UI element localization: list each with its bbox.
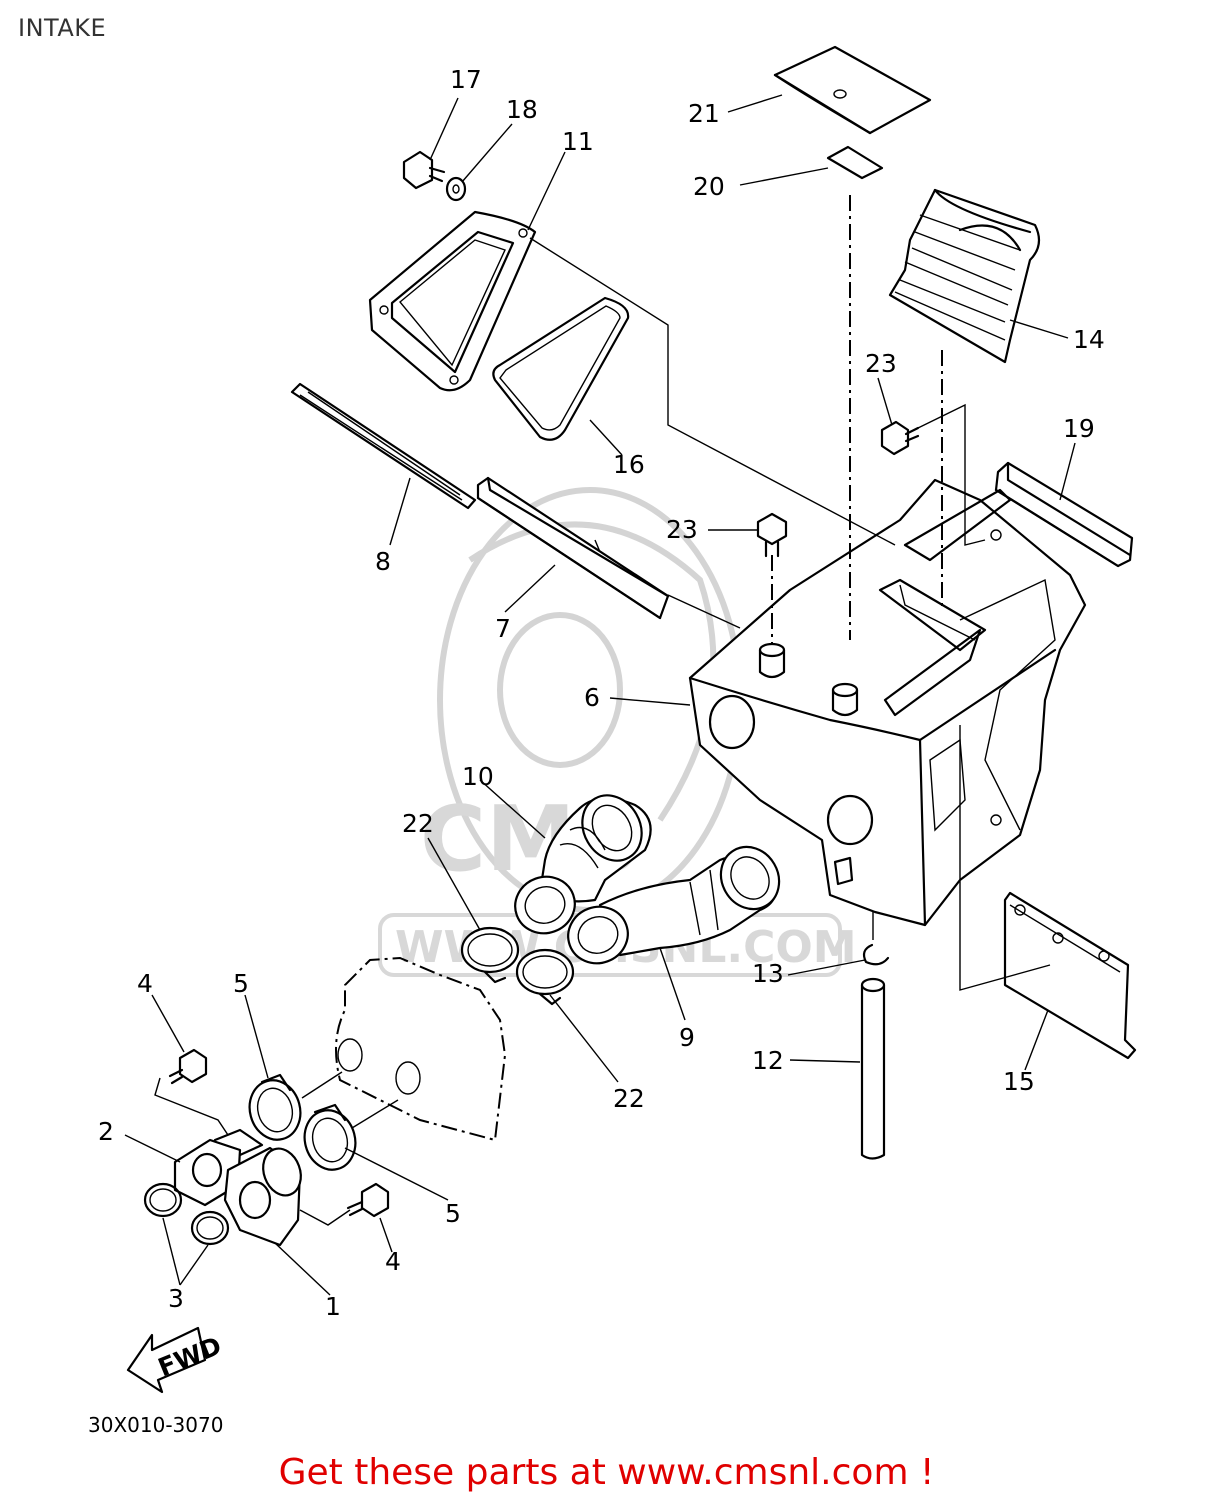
callout-22-lower: 22 [613, 1084, 645, 1113]
part-6-air-cleaner-case [688, 478, 1087, 927]
callout-23-upper: 23 [865, 349, 897, 378]
callout-8: 8 [375, 547, 391, 576]
callout-21: 21 [688, 99, 720, 128]
part-14-intake-duct [888, 188, 1041, 364]
callout-11: 11 [562, 127, 594, 156]
callout-17: 17 [450, 65, 482, 94]
callout-20: 20 [693, 172, 725, 201]
part-22-clamp-right [515, 948, 575, 1006]
callout-15: 15 [1003, 1067, 1035, 1096]
callout-18: 18 [506, 95, 538, 124]
part-20-pad [826, 145, 884, 180]
callout-22-upper: 22 [402, 809, 434, 838]
callout-6: 6 [584, 683, 600, 712]
part-5-clamp-upper [248, 1073, 302, 1141]
part-22-clamp-left [460, 926, 520, 984]
part-23-bolt-middle [756, 512, 788, 558]
fwd-arrow-icon: FWD [126, 1326, 226, 1394]
part-8-filter-element [290, 382, 477, 510]
callout-5-lower: 5 [445, 1199, 461, 1228]
callout-4-lower: 4 [385, 1247, 401, 1276]
part-16-gasket [492, 296, 630, 441]
part-21-cover-plate [773, 45, 932, 135]
callout-2: 2 [98, 1117, 114, 1146]
callout-23-middle: 23 [666, 515, 698, 544]
part-23-bolt-upper [880, 420, 920, 456]
leader-lines [124, 94, 1076, 1296]
callout-13: 13 [752, 959, 784, 988]
callout-4-upper: 4 [137, 969, 153, 998]
diagram-code: 30X010-3070 [88, 1413, 223, 1437]
callout-14: 14 [1073, 325, 1105, 354]
part-9-joint [567, 845, 781, 965]
callout-16: 16 [613, 450, 645, 479]
callout-10: 10 [462, 762, 494, 791]
part-18-washer [445, 176, 467, 202]
callout-7: 7 [495, 614, 511, 643]
promo-link[interactable]: Get these parts at www.cmsnl.com ! [278, 1452, 935, 1493]
assembly-lines [154, 195, 1051, 1226]
callout-labels: 1 2 3 4 4 5 5 6 7 8 9 10 11 12 13 14 15 … [98, 65, 1105, 1321]
callout-9: 9 [679, 1023, 695, 1052]
part-15-plate [1003, 891, 1137, 1060]
page-title: INTAKE [18, 14, 107, 42]
part-4-bolt-upper [168, 1048, 208, 1085]
part-3-o-rings [143, 1182, 230, 1246]
callout-12: 12 [752, 1046, 784, 1075]
callout-5-upper: 5 [233, 969, 249, 998]
part-7-filter-element [476, 476, 670, 620]
part-10-joint [514, 794, 652, 935]
part-12-drain-hose [860, 912, 886, 1160]
callout-19: 19 [1063, 414, 1095, 443]
part-5-clamp-lower [303, 1103, 357, 1171]
engine-outline [335, 956, 507, 1142]
part-13-clip [862, 943, 890, 966]
part-4-bolt-lower [346, 1182, 390, 1218]
callout-1: 1 [325, 1292, 341, 1321]
part-1-manifold [223, 1146, 302, 1247]
part-11-filter-cover [368, 210, 537, 392]
callout-3: 3 [168, 1284, 184, 1313]
part-19-foam-strip [994, 461, 1134, 568]
part-17-bolt [402, 150, 446, 190]
